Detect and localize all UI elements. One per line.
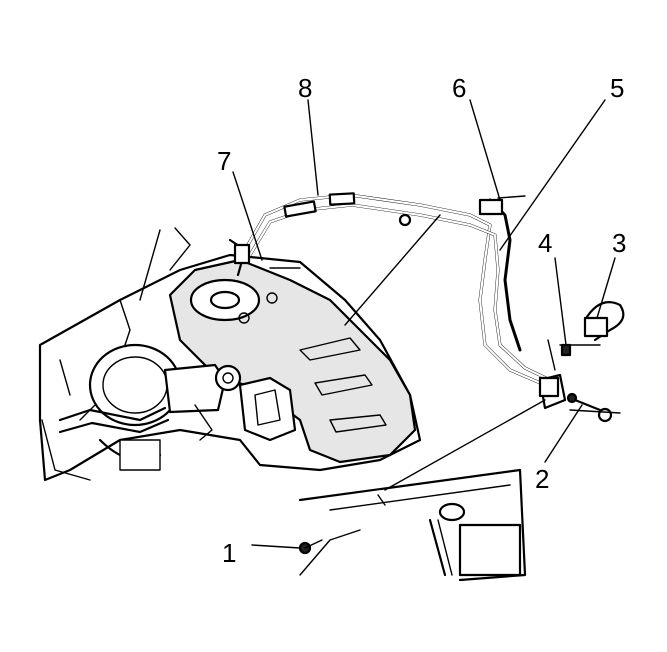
callout-5: 5: [610, 73, 624, 103]
callout-labels: 1 2 3 4 5 6 7 8: [217, 73, 626, 568]
bolt-1: [298, 539, 323, 555]
line-6: [488, 198, 522, 352]
callout-7: 7: [217, 146, 231, 176]
radiator-support: [298, 468, 527, 582]
callout-2: 2: [535, 464, 549, 494]
bracket-3: [583, 301, 625, 342]
callout-8: 8: [298, 73, 312, 103]
strut-tower: [168, 258, 417, 464]
callout-4: 4: [538, 228, 552, 258]
leader-lines: [232, 99, 621, 549]
callout-3: 3: [612, 228, 626, 258]
callout-1: 1: [222, 538, 236, 568]
ac-lines: [228, 192, 560, 398]
brake-booster: [58, 343, 242, 471]
nut-4: [560, 343, 572, 357]
callout-6: 6: [452, 73, 466, 103]
